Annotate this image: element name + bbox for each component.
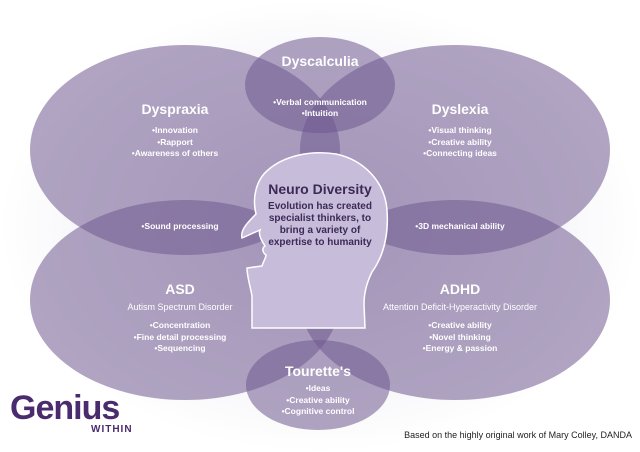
logo-wordmark: Genius xyxy=(10,389,120,427)
adhd-subtitle: Attention Deficit-Hyperactivity Disorder xyxy=(382,302,538,312)
list-item: Fine detail processing xyxy=(110,332,250,344)
asd-subtitle: Autism Spectrum Disorder xyxy=(127,302,233,312)
list-item: Innovation xyxy=(110,125,240,137)
asd-items: Concentration Fine detail processing Seq… xyxy=(110,320,250,355)
overlap-intuition: Intuition xyxy=(262,108,378,118)
credit-text: Based on the highly original work of Mar… xyxy=(404,430,632,440)
list-item: Cognitive control xyxy=(258,406,378,418)
asd-node: ASD Autism Spectrum Disorder Concentrati… xyxy=(110,281,250,355)
list-item: Connecting ideas xyxy=(395,148,525,160)
adhd-node: ADHD Attention Deficit-Hyperactivity Dis… xyxy=(370,281,550,355)
genius-within-logo: Genius WITHIN xyxy=(10,388,148,438)
tourettes-items: Ideas Creative ability Cognitive control xyxy=(258,383,378,418)
dyslexia-node: Dyslexia Visual thinking Creative abilit… xyxy=(395,101,525,160)
overlap-verbal-communication: Verbal communication xyxy=(262,97,378,107)
adhd-title: ADHD xyxy=(439,281,481,297)
list-item: Creative ability xyxy=(370,320,550,332)
center-description: Evolution has created specialist thinker… xyxy=(268,201,372,248)
overlap-sound-processing: Sound processing xyxy=(120,221,240,231)
dyspraxia-title: Dyspraxia xyxy=(141,101,209,117)
adhd-items: Creative ability Novel thinking Energy &… xyxy=(370,320,550,355)
list-item: Sequencing xyxy=(110,343,250,355)
dyslexia-title: Dyslexia xyxy=(431,101,489,117)
list-item: Energy & passion xyxy=(370,343,550,355)
dyscalculia-title: Dyscalculia xyxy=(281,53,359,69)
logo-subtitle: WITHIN xyxy=(91,424,133,435)
list-item: Concentration xyxy=(110,320,250,332)
dyspraxia-node: Dyspraxia Innovation Rapport Awareness o… xyxy=(110,101,240,160)
center-title: Neuro Diversity xyxy=(268,181,372,197)
list-item: Ideas xyxy=(258,383,378,395)
dyspraxia-items: Innovation Rapport Awareness of others xyxy=(110,125,240,160)
tourettes-title: Tourette's xyxy=(284,363,352,379)
list-item: Creative ability xyxy=(258,395,378,407)
list-item: Creative ability xyxy=(395,137,525,149)
list-item: Novel thinking xyxy=(370,332,550,344)
tourettes-node: Tourette's Ideas Creative ability Cognit… xyxy=(258,363,378,418)
head-silhouette xyxy=(240,152,389,329)
dyscalculia-ellipse xyxy=(245,37,395,133)
list-item: Rapport xyxy=(110,137,240,149)
overlap-3d-mechanical-ability: 3D mechanical ability xyxy=(395,221,525,231)
dyslexia-items: Visual thinking Creative ability Connect… xyxy=(395,125,525,160)
list-item: Visual thinking xyxy=(395,125,525,137)
list-item: Awareness of others xyxy=(110,148,240,160)
asd-title: ASD xyxy=(165,281,195,297)
